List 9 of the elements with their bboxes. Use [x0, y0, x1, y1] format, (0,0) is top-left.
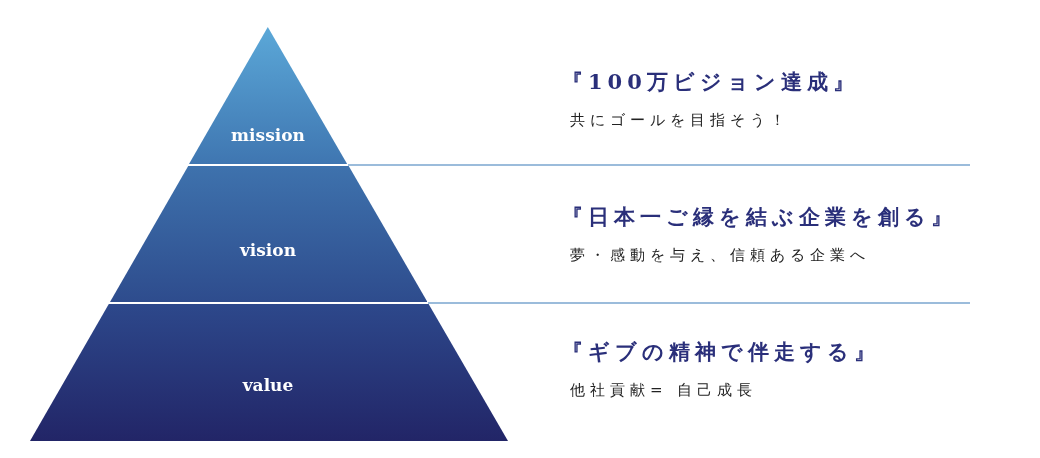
heading: 『100万ビジョン達成』 — [562, 68, 859, 96]
subheading: 他社貢献= 自己成長 — [570, 380, 758, 400]
heading: 『ギブの精神で伴走する』 — [562, 338, 880, 366]
heading: 『日本一ご縁を結ぶ企業を創る』 — [562, 203, 957, 231]
subheading: 共にゴールを目指そう！ — [570, 110, 790, 130]
subheading: 夢・感動を与え、信頼ある企業へ — [570, 245, 870, 265]
tier-label: value — [242, 375, 294, 395]
tier-label: vision — [239, 240, 296, 260]
tier-label: mission — [231, 125, 305, 145]
